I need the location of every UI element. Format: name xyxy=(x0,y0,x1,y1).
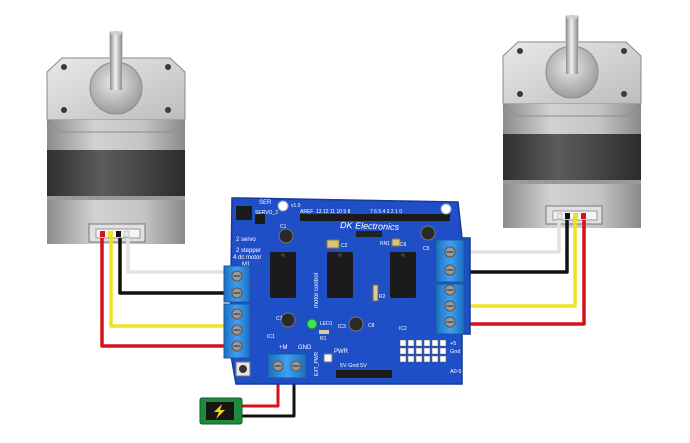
r1-label: R1 xyxy=(320,336,327,342)
r2-label: R2 xyxy=(379,294,386,300)
ic-right-chip xyxy=(390,252,416,298)
feature-dc-motor-text: 4 dc motor xyxy=(233,255,261,261)
left-stepper-motor xyxy=(46,31,186,244)
right-wire-white xyxy=(462,220,561,254)
right-stepper-motor xyxy=(502,15,642,228)
right-motor-wires xyxy=(462,220,586,326)
c1-label: C1 xyxy=(280,224,287,230)
pin-numbers-right: 7 6 5 4 3 2 1 0 xyxy=(370,209,402,215)
left-wire-red xyxy=(100,238,226,348)
ic-center-chip xyxy=(327,252,353,298)
aref-label: AREF xyxy=(300,209,313,215)
gnd-right-label: Gnd xyxy=(450,349,460,355)
m1-label: M1 xyxy=(242,262,251,268)
c8-label: C8 xyxy=(368,323,375,329)
ic1-label: IC1 xyxy=(267,334,275,340)
ic2-label: IC2 xyxy=(399,326,407,332)
plus-m-label: +M xyxy=(279,345,288,351)
right-wire-black xyxy=(462,220,569,274)
ic-left-chip xyxy=(270,252,296,298)
lightning-icon xyxy=(214,404,225,419)
right-terminal-block xyxy=(435,239,465,335)
servo-2-label: SERVO_2 xyxy=(255,210,278,216)
feature-servo-text: 2 servo xyxy=(236,237,256,243)
pwr-label: PWR xyxy=(334,349,349,355)
motor-control-label: motor control xyxy=(314,273,320,308)
c6-label: C6 xyxy=(400,242,407,248)
power-terminal-block xyxy=(267,353,307,379)
motor-shield-board: SER v1.0 SERVO_2 AREF 13 12 11 10 9 8 7 … xyxy=(229,197,471,385)
left-terminal-block xyxy=(223,265,251,359)
led1-label: LED1 xyxy=(320,321,333,327)
left-wire-white xyxy=(126,238,226,274)
analog-label: A0-5 xyxy=(450,369,462,375)
analog-pin-header xyxy=(399,339,447,363)
board-logo: DK Electronics xyxy=(340,220,400,232)
power-header-label: 5V Gnd 5V xyxy=(340,363,367,369)
dc-power-jack xyxy=(199,397,243,425)
ext-pwr-label: EXT_PWR xyxy=(314,351,320,376)
c2-label: C2 xyxy=(341,243,348,249)
right-wire-yellow xyxy=(462,220,577,308)
c5-label: C5 xyxy=(423,246,430,252)
left-wire-yellow xyxy=(109,238,226,328)
gnd-label: GND xyxy=(298,345,312,351)
ic3-label: IC3 xyxy=(338,324,346,330)
board-serial-label: SER xyxy=(259,200,272,206)
left-wire-black xyxy=(118,238,226,295)
board-version-label: v1.0 xyxy=(291,203,301,209)
plus5-label: +5 xyxy=(450,341,456,347)
pin-numbers-left: 13 12 11 10 9 8 xyxy=(316,209,351,215)
c7-label: C7 xyxy=(276,316,283,322)
rn1-label: RN1 xyxy=(380,241,390,247)
feature-stepper-text: 2 stepper xyxy=(236,248,261,254)
left-motor-wires xyxy=(100,238,226,348)
right-wire-red xyxy=(462,220,586,326)
